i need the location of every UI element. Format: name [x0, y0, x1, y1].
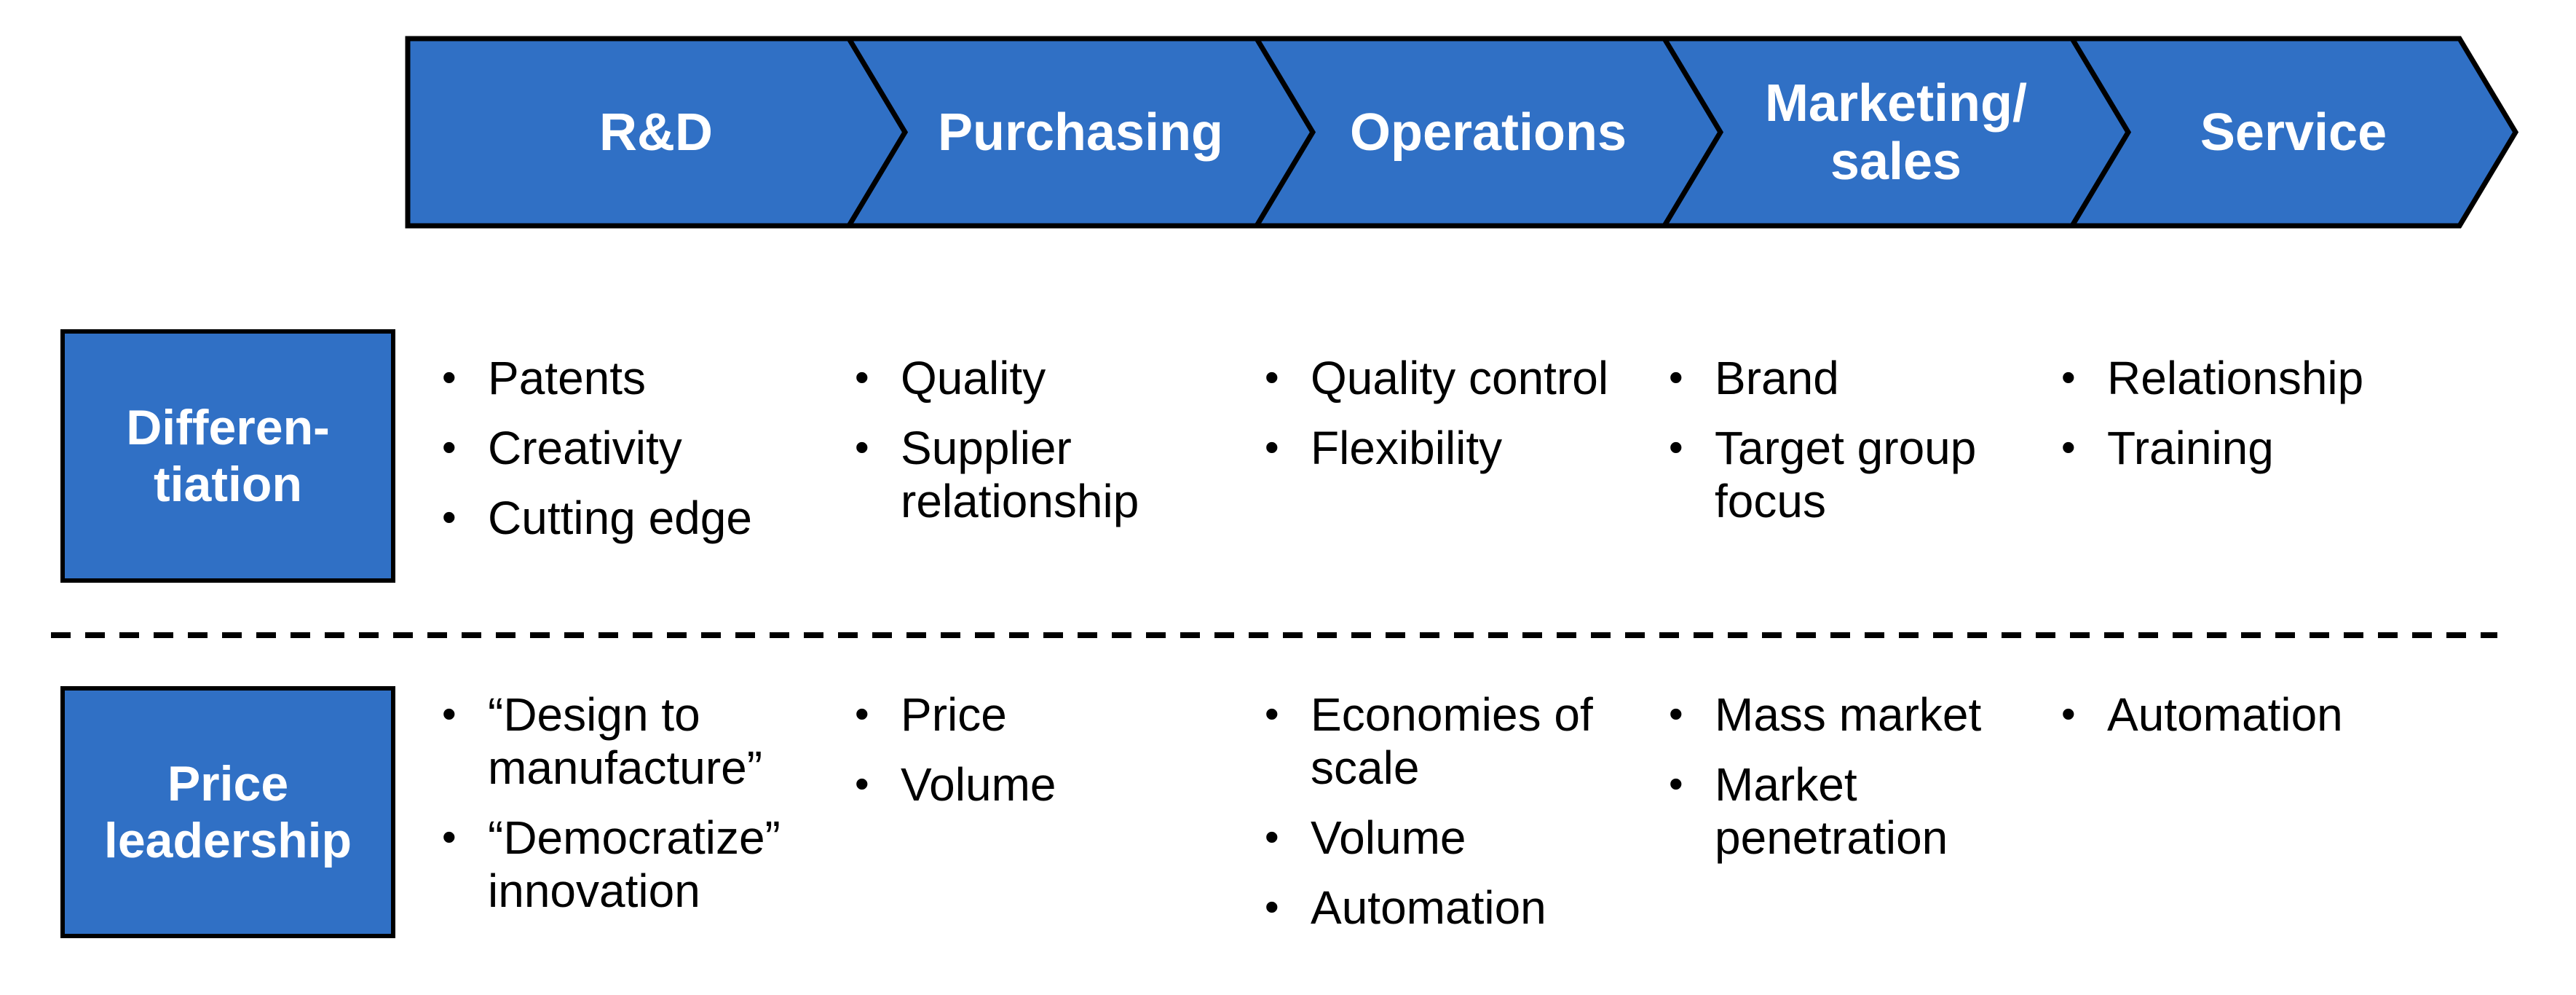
- bullet-icon: •: [1669, 691, 1683, 736]
- bullet-icon: •: [855, 760, 869, 806]
- bullet-item: •Price: [855, 688, 1007, 741]
- bullet-icon: •: [1669, 424, 1683, 470]
- stage-label-rnd: R&D: [599, 103, 713, 162]
- bullet-item: •Economies of scale: [1265, 688, 1593, 794]
- bullet-icon: •: [442, 814, 457, 860]
- bullet-item: •Market penetration: [1669, 758, 1948, 864]
- bullet-item: •Automation: [1265, 881, 1546, 934]
- bullet-item: •“Design to manufacture”: [442, 688, 763, 794]
- bullet-item: •Target group focus: [1669, 422, 1977, 527]
- cell-price-service: •Automation: [2058, 688, 2515, 742]
- bullet-icon: •: [442, 424, 457, 470]
- bullet-item: •Automation: [2061, 688, 2343, 741]
- bullet-item: •Training: [2061, 422, 2274, 474]
- bullet-icon: •: [855, 691, 869, 736]
- bullet-icon: •: [2061, 424, 2076, 470]
- stage-label-marketing-sales: Marketing/ sales: [1764, 74, 2028, 191]
- cell-differentiation-purchasing: •Quality •Supplier relationship: [852, 352, 1236, 528]
- bullet-item: •Volume: [1265, 811, 1466, 864]
- cell-price-purchasing: •Price •Volume: [852, 688, 1236, 811]
- cell-differentiation-service: •Relationship •Training: [2058, 352, 2515, 475]
- cell-differentiation-operations: •Quality control •Flexibility: [1262, 352, 1660, 475]
- stage-label-operations: Operations: [1349, 103, 1627, 162]
- bullet-icon: •: [442, 354, 457, 400]
- bullet-item: •Volume: [855, 758, 1056, 811]
- bullet-item: •Flexibility: [1265, 422, 1503, 474]
- bullet-item: •Quality: [855, 352, 1046, 404]
- bullet-icon: •: [855, 424, 869, 470]
- bullet-icon: •: [442, 494, 457, 540]
- dashed-divider-line: [51, 632, 2497, 638]
- bullet-item: •Relationship: [2061, 352, 2364, 404]
- bullet-icon: •: [855, 354, 869, 400]
- bullet-item: •Patents: [442, 352, 647, 404]
- bullet-icon: •: [442, 691, 457, 736]
- bullet-icon: •: [1669, 760, 1683, 806]
- bullet-icon: •: [1265, 424, 1279, 470]
- bullet-icon: •: [1669, 354, 1683, 400]
- cell-differentiation-marketing: •Brand •Target group focus: [1666, 352, 2050, 528]
- bullet-icon: •: [2061, 354, 2076, 400]
- bullet-item: •Quality control: [1265, 352, 1609, 404]
- bullet-item: •Mass market: [1669, 688, 1982, 741]
- cell-price-operations: •Economies of scale •Volume •Automation: [1262, 688, 1660, 935]
- bullet-item: •“Democratize” innovation: [442, 811, 781, 917]
- stage-label-purchasing: Purchasing: [937, 103, 1224, 162]
- chevron-service: [2067, 36, 2519, 229]
- cell-price-rnd: •“Design to manufacture” •“Democratize” …: [439, 688, 866, 918]
- bullet-icon: •: [1265, 691, 1279, 736]
- bullet-icon: •: [1265, 354, 1279, 400]
- bullet-item: •Cutting edge: [442, 492, 752, 544]
- bullet-item: •Creativity: [442, 422, 682, 474]
- cell-differentiation-rnd: •Patents •Creativity •Cutting edge: [439, 352, 866, 545]
- bullet-item: •Supplier relationship: [855, 422, 1139, 527]
- bullet-item: •Brand: [1669, 352, 1839, 404]
- bullet-icon: •: [2061, 691, 2076, 736]
- stage-label-service: Service: [2200, 103, 2387, 162]
- bullet-icon: •: [1265, 814, 1279, 860]
- chevron-band: [405, 36, 2519, 229]
- cell-price-marketing: •Mass market •Market penetration: [1666, 688, 2050, 865]
- row-header-price-leadership: Price leadership: [60, 686, 395, 938]
- bullet-icon: •: [1265, 884, 1279, 929]
- row-header-differentiation: Differen- tiation: [60, 329, 395, 583]
